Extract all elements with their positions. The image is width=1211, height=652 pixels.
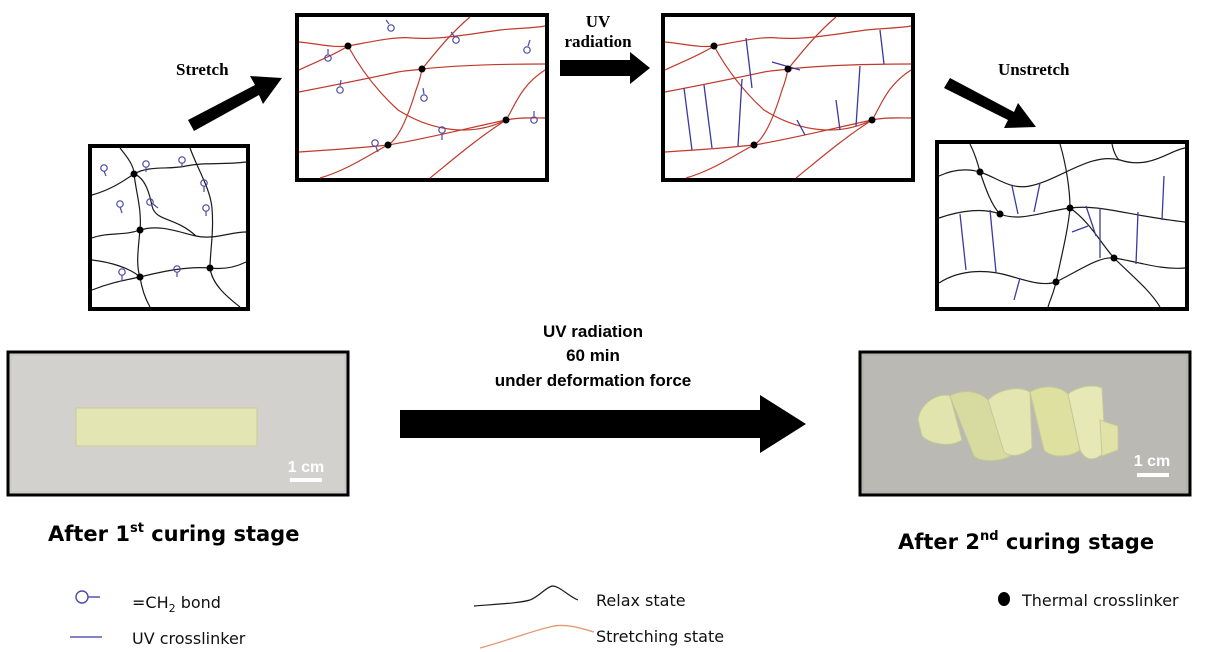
svg-text:Thermal crosslinker: Thermal crosslinker xyxy=(1021,591,1179,610)
svg-text:Relax state: Relax state xyxy=(596,591,686,610)
stretch-arrow xyxy=(188,76,282,131)
legend-thermal-crosslinker: Thermal crosslinker xyxy=(998,591,1179,610)
photo-first-stage: 1 cm xyxy=(6,350,350,497)
coiled-sample xyxy=(917,385,1119,461)
caption-second-stage: After 2nd curing stage xyxy=(898,529,1154,554)
relaxed-network-panel xyxy=(88,144,250,311)
flat-sample-strip xyxy=(75,407,258,447)
caption-first-stage: After 1st curing stage xyxy=(48,521,299,546)
photo-second-stage: 1 cm xyxy=(858,350,1192,497)
process-line3: under deformation force xyxy=(495,371,691,390)
stretched-network-panel xyxy=(295,13,549,182)
stretch-label: Stretch xyxy=(176,60,229,79)
legend: =CH2 bond UV crosslinker Relax state Str… xyxy=(70,585,1179,649)
scale-bar-label-left: 1 cm xyxy=(288,459,324,476)
svg-text:UV crosslinker: UV crosslinker xyxy=(132,629,246,648)
process-line2: 60 min xyxy=(566,346,620,365)
unstretched-network-panel xyxy=(935,140,1189,311)
uv-crosslinked-panel xyxy=(661,13,915,182)
process-arrow xyxy=(400,395,806,453)
unstretch-label: Unstretch xyxy=(998,60,1070,79)
uv-label-line1: UV xyxy=(586,12,611,31)
svg-text:Stretching state: Stretching state xyxy=(596,627,724,646)
scale-bar-left xyxy=(290,478,322,482)
svg-text:=CH2 bond: =CH2 bond xyxy=(132,593,221,615)
uv-arrow xyxy=(560,52,650,84)
legend-uv-crosslinker: UV crosslinker xyxy=(70,629,246,648)
uv-label-line2: radiation xyxy=(564,32,632,51)
scale-bar-right xyxy=(1137,473,1169,477)
process-line1: UV radiation xyxy=(543,322,643,341)
legend-ch2-bond: =CH2 bond xyxy=(75,590,221,615)
legend-stretching-state: Stretching state xyxy=(479,624,724,649)
scale-bar-label-right: 1 cm xyxy=(1134,453,1170,470)
legend-relax-state: Relax state xyxy=(473,585,686,610)
unstretch-arrow xyxy=(944,78,1036,128)
